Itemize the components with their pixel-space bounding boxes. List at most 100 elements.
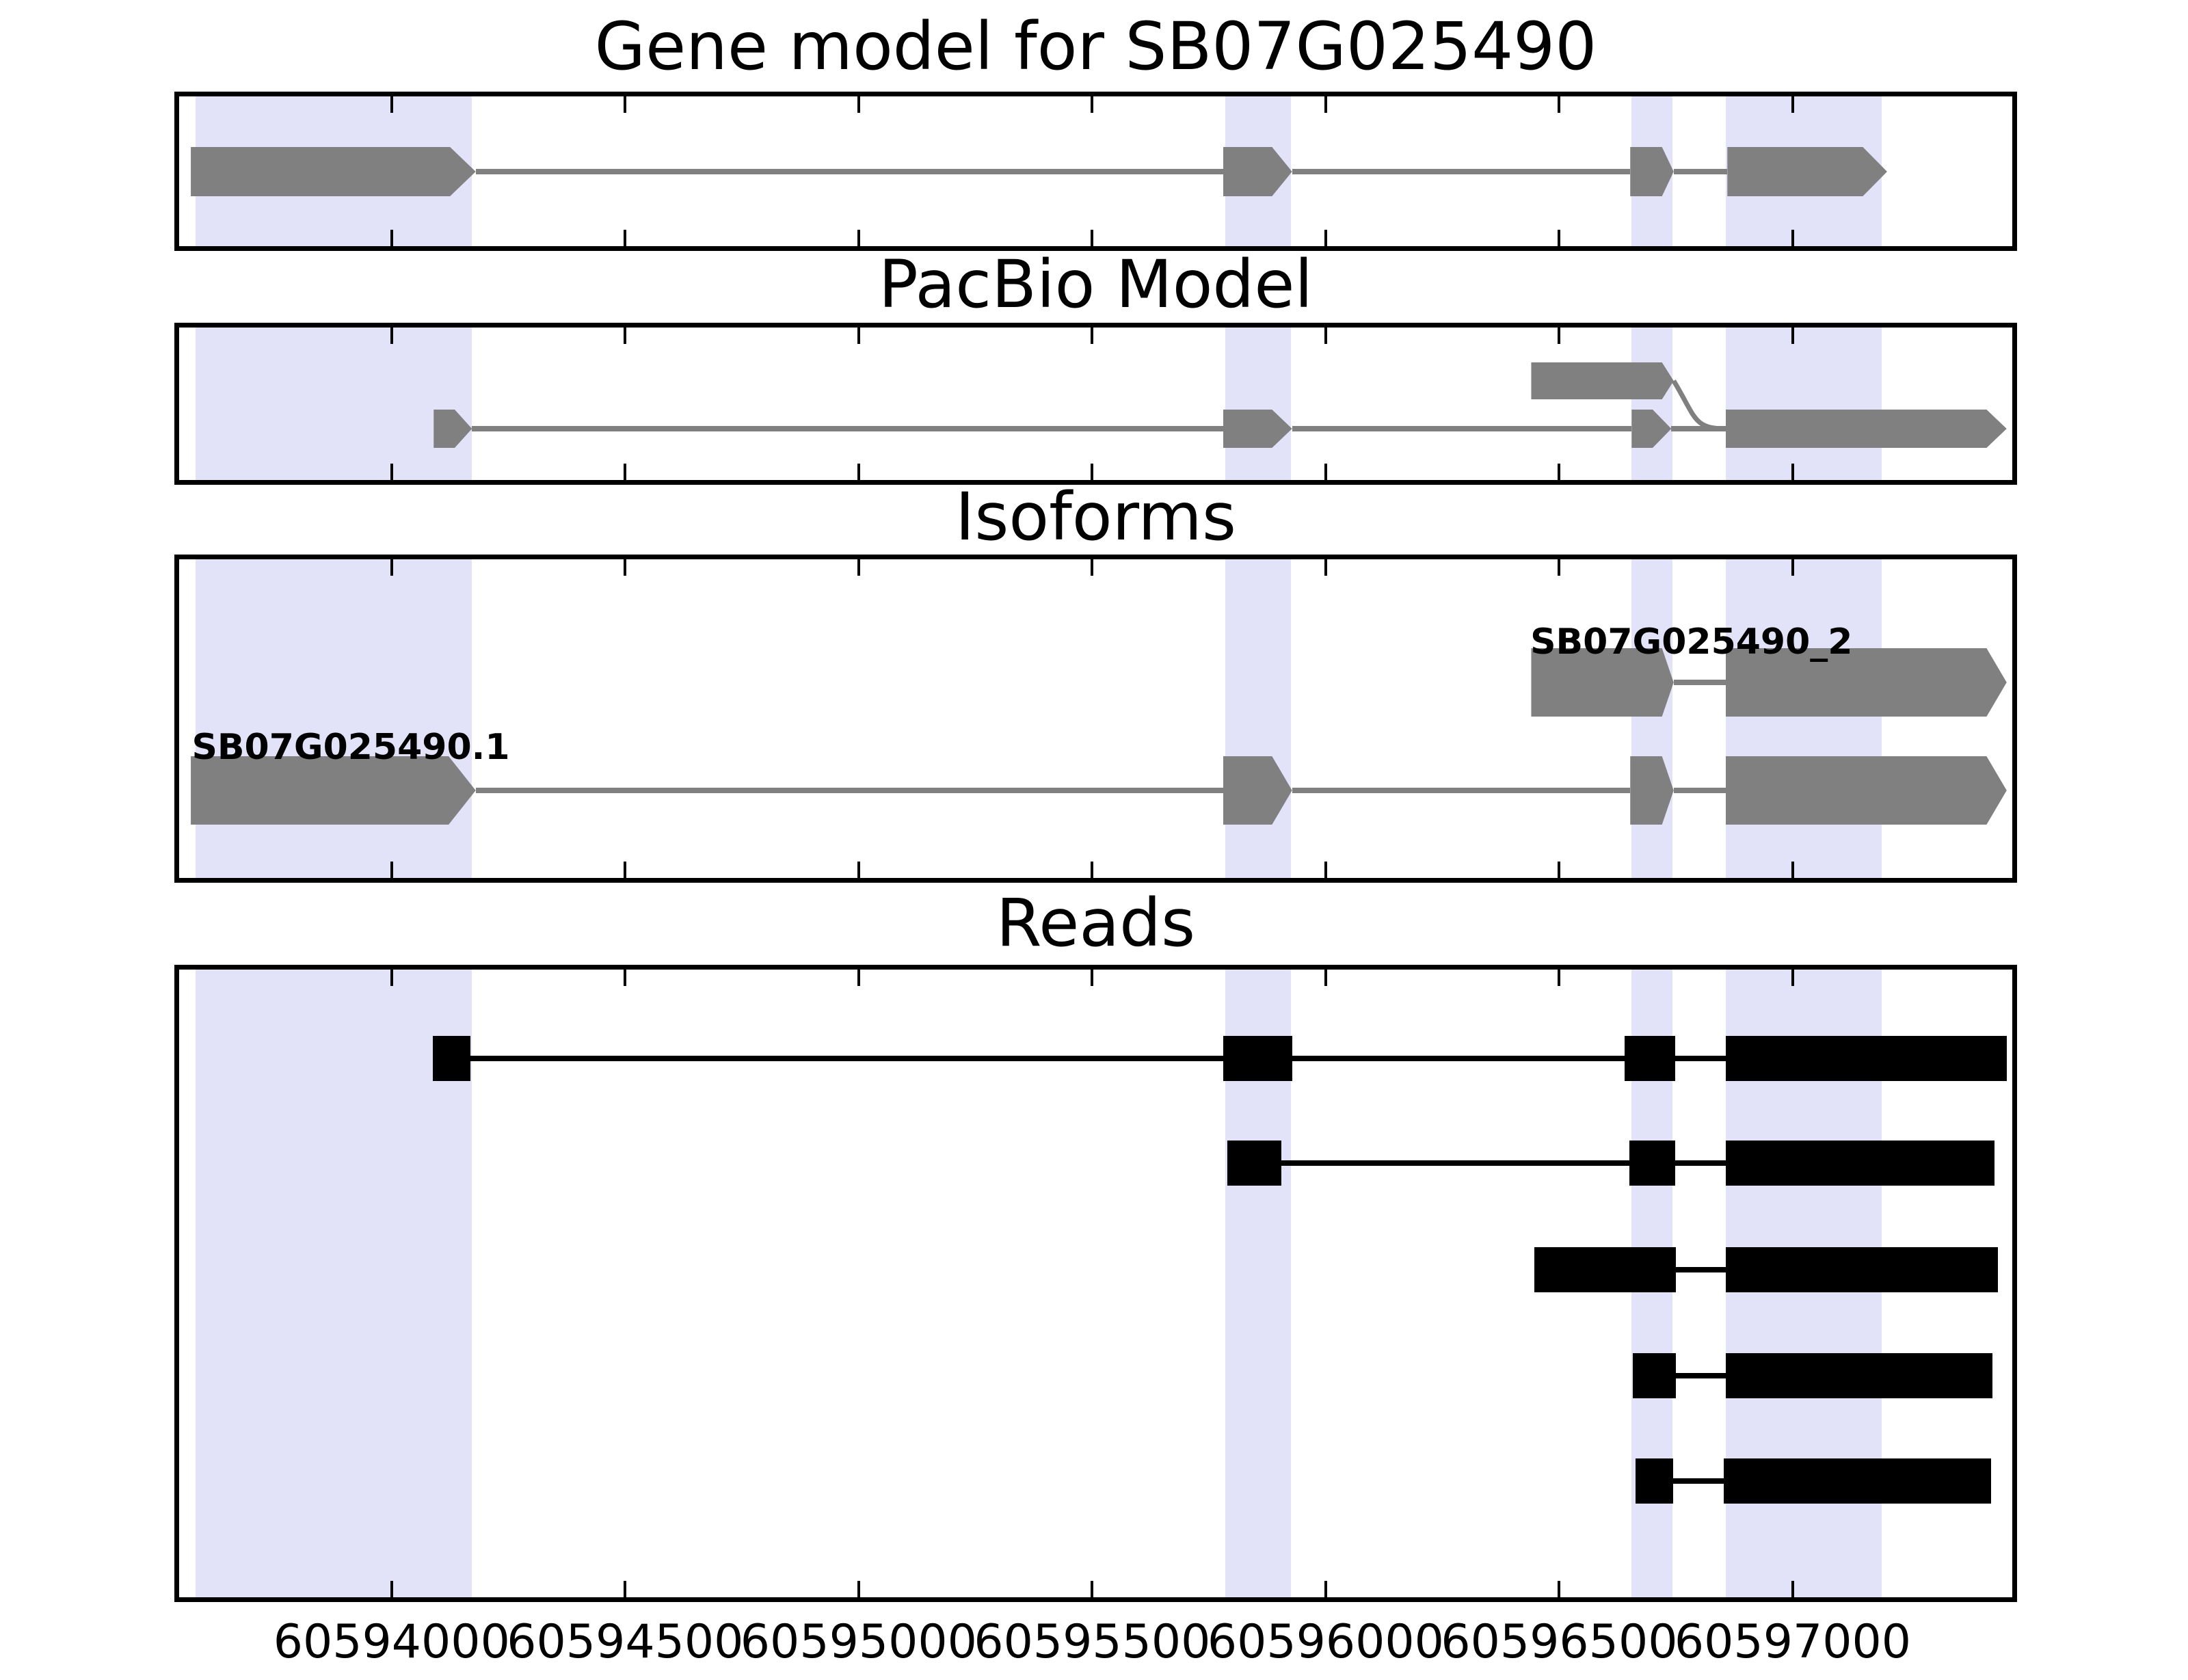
read-intron-line xyxy=(1676,1373,1726,1378)
exon-block xyxy=(191,147,476,196)
axis-tick xyxy=(1324,559,1327,576)
intron-line xyxy=(1292,426,1632,431)
axis-tick xyxy=(390,862,393,878)
curved-intron-connector xyxy=(1671,379,1726,431)
intron-line xyxy=(475,788,1223,793)
axis-tick xyxy=(1558,1581,1561,1597)
read-intron-line xyxy=(1281,1160,1629,1166)
intron-line xyxy=(1673,788,1726,793)
read-intron-line xyxy=(1292,1056,1625,1061)
exon-block xyxy=(1531,648,1674,717)
axis-tick xyxy=(857,230,860,246)
axis-tick xyxy=(624,328,627,344)
intron-line xyxy=(1671,426,1726,431)
axis-tick xyxy=(1791,328,1794,344)
read-exon-block xyxy=(1725,1141,1995,1186)
axis-tick xyxy=(1791,464,1794,480)
axis-tick xyxy=(1091,96,1094,113)
axis-tick xyxy=(857,862,860,878)
axis-tick xyxy=(1091,862,1094,878)
axis-tick xyxy=(1558,96,1561,113)
read-intron-line xyxy=(1673,1478,1724,1484)
read-exon-block xyxy=(1227,1141,1281,1186)
axis-tick xyxy=(1324,464,1327,480)
axis-tick xyxy=(857,970,860,986)
axis-tick-label: 60595500 xyxy=(974,1615,1211,1669)
read-intron-line xyxy=(1675,1056,1726,1061)
axis-tick xyxy=(390,464,393,480)
axis-tick xyxy=(1558,464,1561,480)
intron-line xyxy=(1292,788,1631,793)
read-exon-block xyxy=(432,1036,470,1081)
panel-title-isoforms: Isoforms xyxy=(955,479,1236,555)
axis-tick xyxy=(1091,328,1094,344)
exon-block xyxy=(1727,147,1887,196)
axis-tick xyxy=(1091,464,1094,480)
highlight-region xyxy=(1631,559,1672,878)
panel-reads-plot-area xyxy=(179,970,2012,1597)
figure: Gene model for SB07G025490 PacBio Model … xyxy=(174,8,2017,1669)
axis-tick xyxy=(624,862,627,878)
axis-tick-label: 60596000 xyxy=(1207,1615,1444,1669)
axis-tick xyxy=(857,464,860,480)
highlight-region xyxy=(1225,328,1291,480)
read-exon-block xyxy=(1633,1353,1677,1398)
axis-tick xyxy=(390,1581,393,1597)
axis-tick-label: 60596500 xyxy=(1441,1615,1678,1669)
intron-line xyxy=(1673,680,1726,685)
read-exon-block xyxy=(1629,1141,1675,1186)
axis-tick-label: 60594000 xyxy=(273,1615,510,1669)
panel-reads xyxy=(174,965,2017,1602)
exon-block xyxy=(1725,410,2007,448)
axis-tick xyxy=(1091,1581,1094,1597)
axis-tick xyxy=(624,230,627,246)
axis-tick xyxy=(857,559,860,576)
exon-block xyxy=(1725,648,2007,717)
read-exon-block xyxy=(1534,1247,1677,1292)
axis-tick xyxy=(1558,862,1561,878)
axis-tick xyxy=(1324,970,1327,986)
axis-tick xyxy=(1324,862,1327,878)
axis-tick xyxy=(1324,96,1327,113)
axis-tick xyxy=(390,230,393,246)
axis-tick xyxy=(857,96,860,113)
panel-title-reads: Reads xyxy=(996,885,1196,961)
axis-tick xyxy=(624,96,627,113)
axis-tick xyxy=(390,559,393,576)
axis-tick xyxy=(390,96,393,113)
axis-tick xyxy=(1558,559,1561,576)
axis-tick xyxy=(1791,96,1794,113)
axis-tick xyxy=(624,559,627,576)
axis-tick xyxy=(1791,1581,1794,1597)
panel-title-pacbio-model: PacBio Model xyxy=(878,246,1313,323)
intron-line xyxy=(472,426,1223,431)
highlight-region xyxy=(195,970,472,1597)
axis-tick-label: 60594500 xyxy=(507,1615,744,1669)
axis-tick xyxy=(390,970,393,986)
isoform-label: SB07G025490_2 xyxy=(1530,622,1853,663)
highlight-region xyxy=(1725,559,1882,878)
read-exon-block xyxy=(1725,1353,1993,1398)
axis-tick xyxy=(1558,230,1561,246)
panel-gene-model xyxy=(174,92,2017,251)
intron-line xyxy=(1673,169,1728,174)
read-exon-block xyxy=(1223,1036,1292,1081)
intron-line xyxy=(1292,169,1631,174)
highlight-region xyxy=(1725,328,1882,480)
axis-tick xyxy=(1558,328,1561,344)
read-intron-line xyxy=(1676,1267,1726,1272)
axis-tick xyxy=(1091,230,1094,246)
read-exon-block xyxy=(1636,1458,1674,1504)
panel-pacbio-model xyxy=(174,323,2017,485)
highlight-region xyxy=(1225,559,1291,878)
exon-block xyxy=(191,756,476,825)
read-exon-block xyxy=(1625,1036,1675,1081)
exon-block xyxy=(1725,756,2007,825)
axis-tick xyxy=(857,328,860,344)
axis-tick xyxy=(624,1581,627,1597)
read-intron-line xyxy=(1675,1160,1726,1166)
axis-tick xyxy=(1791,862,1794,878)
axis-tick xyxy=(857,1581,860,1597)
panel-title-gene-model: Gene model for SB07G025490 xyxy=(594,8,1597,85)
highlight-region xyxy=(195,328,472,480)
